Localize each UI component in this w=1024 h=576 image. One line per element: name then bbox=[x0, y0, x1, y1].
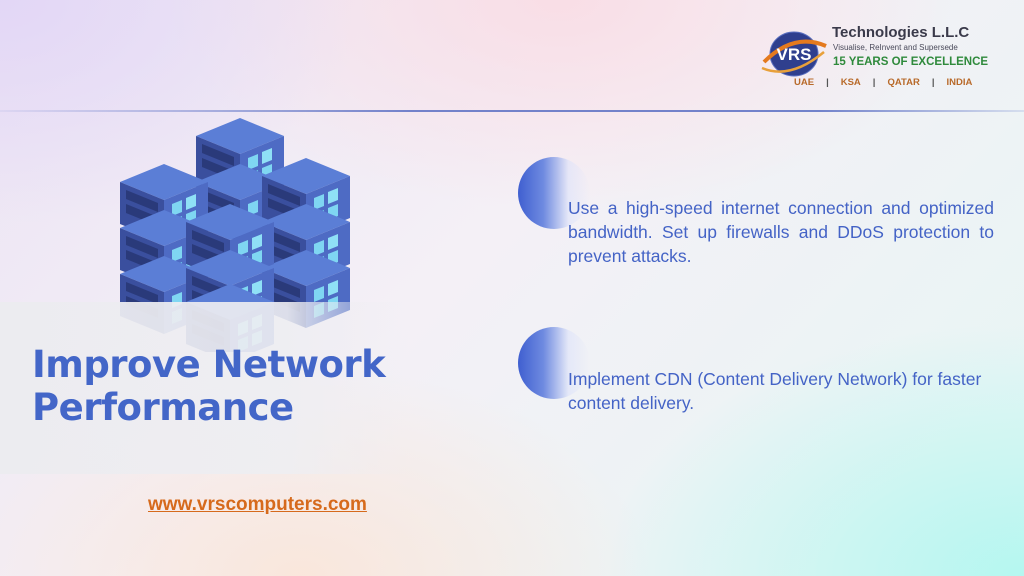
bullet-circle-icon bbox=[518, 157, 590, 229]
region-separator: | bbox=[931, 77, 935, 88]
website-link[interactable]: www.vrscomputers.com bbox=[148, 494, 367, 515]
header-divider bbox=[0, 110, 1024, 112]
years-badge: 15 YEARS OF EXCELLENCE bbox=[833, 56, 989, 68]
page-title-line-2: Performance bbox=[32, 386, 294, 429]
company-name: Technologies L.L.C bbox=[832, 24, 970, 41]
bullet-point-2: Implement CDN (Content Delivery Network)… bbox=[568, 369, 982, 413]
region-ksa: KSA bbox=[840, 77, 861, 88]
region-india: INDIA bbox=[946, 77, 973, 88]
region-list: UAE | KSA | QATAR | INDIA bbox=[782, 77, 984, 88]
bullet-circle-icon bbox=[518, 327, 590, 399]
region-separator: | bbox=[872, 77, 876, 88]
company-tagline: Visualise, ReInvent and Supersede bbox=[833, 43, 958, 52]
svg-text:VRS: VRS bbox=[777, 45, 812, 64]
company-logo: VRS Technologies L.L.C Visualise, ReInve… bbox=[760, 22, 1010, 94]
page-title-line-1: Improve Network bbox=[32, 343, 386, 386]
region-uae: UAE bbox=[794, 77, 815, 88]
vrs-globe-logo-icon: VRS bbox=[761, 31, 827, 77]
title-band bbox=[0, 302, 410, 474]
region-separator: | bbox=[826, 77, 829, 88]
region-qatar: QATAR bbox=[887, 77, 920, 88]
bullet-point-1: Use a high-speed internet connection and… bbox=[568, 198, 994, 266]
page-title: Improve Network Performance bbox=[32, 343, 432, 429]
